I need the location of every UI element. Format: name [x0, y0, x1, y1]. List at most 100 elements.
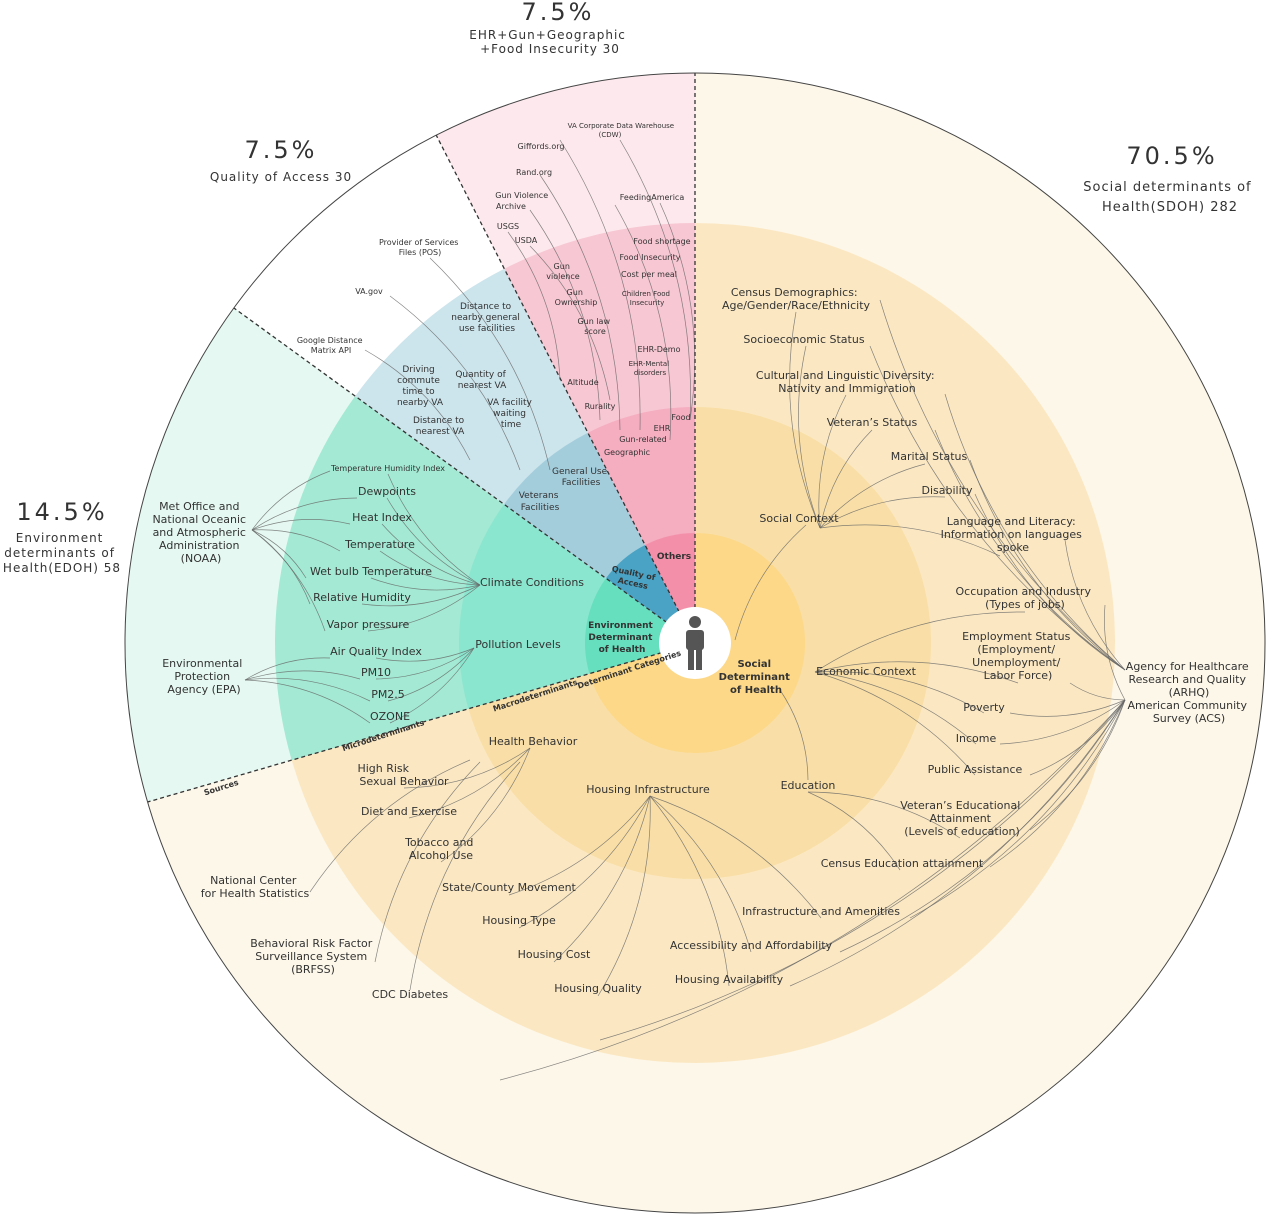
macro-economic-context: Economic Context	[816, 665, 917, 678]
connector-line	[244, 657, 331, 681]
edoh-caption: Environment determinants of Health(EDOH)…	[3, 531, 121, 575]
micro-food-insecurity: Food Insecurity	[619, 253, 680, 262]
micro-children-food: Children Food Insecurity	[622, 290, 672, 307]
connector-line	[375, 647, 475, 662]
connector-line	[403, 747, 531, 789]
connector-line	[529, 245, 611, 401]
connector-line	[619, 139, 691, 421]
connector-line	[409, 761, 521, 991]
connector-line	[375, 647, 475, 680]
micro-gun-law: Gun law score	[577, 317, 612, 336]
connector-line	[779, 689, 809, 781]
connector-line	[387, 473, 481, 586]
source-pos: Provider of Services Files (POS)	[379, 238, 461, 257]
connector-line	[508, 795, 651, 896]
macro-climate-conditions: Climate Conditions	[480, 576, 584, 589]
micro-poverty: Poverty	[963, 701, 1005, 714]
micro-ozone: OZONE	[370, 710, 410, 723]
connector-line	[367, 584, 481, 632]
micro-housing-type: Housing Type	[482, 914, 556, 927]
macro-general-use-facilities: General Use Facilities	[552, 467, 610, 488]
connector-line	[244, 670, 361, 681]
connector-line	[387, 647, 475, 702]
micro-quantity-va: Quantity of nearest VA	[455, 370, 508, 391]
micro-temp-humidity-index: Temperature Humidity Index	[330, 464, 445, 473]
connector-line	[818, 394, 847, 529]
micro-driving-time: Driving commute time to nearby VA	[397, 365, 444, 408]
connector-line	[989, 699, 1126, 868]
micro-veterans-education: Veteran’s Educational Attainment (Levels…	[900, 799, 1024, 838]
connector-line	[814, 611, 1026, 673]
micro-heat-index: Heat Index	[352, 511, 412, 524]
connector-line	[370, 577, 481, 591]
category-others: Others	[657, 552, 691, 562]
connector-line	[734, 524, 807, 641]
connector-line	[539, 174, 621, 431]
connector-line	[309, 759, 471, 893]
connector-line	[440, 747, 531, 863]
connector-line	[597, 795, 651, 997]
connector-line	[389, 295, 521, 471]
connector-line	[251, 519, 351, 531]
others-percent: 7.5%	[522, 0, 595, 26]
micro-va-waiting: VA facility waiting time	[487, 398, 534, 430]
micro-distance-general: Distance to nearby general use facilitie…	[451, 302, 522, 334]
connector-line	[499, 699, 1126, 1081]
micro-disability: Disability	[922, 484, 973, 497]
connector-line	[599, 699, 1126, 1041]
source-usgs: USGS	[497, 222, 519, 231]
micro-altitude: Altitude	[567, 378, 598, 387]
connector-line	[244, 679, 371, 724]
source-epa: Environmental Protection Agency (EPA)	[162, 657, 246, 696]
connector-line	[819, 463, 926, 529]
connector-lines	[244, 139, 1126, 1081]
micro-dewpoints: Dewpoints	[358, 485, 416, 498]
connector-line	[789, 699, 1126, 987]
macro-pollution-levels: Pollution Levels	[475, 638, 561, 651]
source-arhq: Agency for Healthcare Research and Quali…	[1126, 660, 1252, 699]
micro-vapor: Vapor pressure	[327, 618, 410, 631]
connector-line	[251, 529, 341, 552]
source-brfss: Behavioral Risk Factor Surveillance Syst…	[250, 937, 376, 976]
micro-public-assistance: Public Assistance	[928, 763, 1023, 776]
source-nchs: National Center for Health Statistics	[201, 874, 310, 900]
micro-diet: Diet and Exercise	[361, 805, 457, 818]
source-giffords: Giffords.org	[518, 142, 565, 151]
connector-line	[614, 204, 672, 441]
connector-line	[934, 429, 1126, 671]
source-gva: Gun Violence Archive	[495, 191, 550, 211]
connector-line	[1009, 699, 1126, 717]
micro-rurality: Rurality	[585, 402, 616, 411]
connector-line	[798, 345, 821, 529]
sunburst-wedges	[125, 72, 1265, 1213]
connector-line	[381, 523, 481, 586]
connector-line	[649, 795, 822, 919]
connector-line	[649, 795, 752, 953]
connector-line	[814, 661, 1019, 684]
connector-line	[408, 747, 531, 819]
macro-ehr: EHR	[654, 424, 671, 433]
connector-line	[814, 671, 976, 776]
connector-line	[789, 311, 821, 529]
source-feeding: FeedingAmerica	[620, 193, 685, 202]
macro-education: Education	[781, 779, 836, 792]
connector-line	[819, 429, 873, 529]
category-sdoh: Social Determinant of Health	[719, 659, 794, 696]
connector-line	[1104, 604, 1126, 701]
macro-health-behavior: Health Behavior	[489, 735, 578, 748]
micro-tobacco: Tobacco and Alcohol Use	[404, 836, 477, 862]
macro-housing-infrastructure: Housing Infrastructure	[586, 783, 710, 796]
connector-line	[244, 677, 371, 702]
micro-employment: Employment Status (Employment/ Unemploym…	[962, 630, 1074, 682]
micro-census-demographics: Census Demographics: Age/Gender/Race/Eth…	[722, 286, 871, 312]
connector-line	[251, 529, 326, 632]
connector-line	[819, 496, 946, 529]
source-cdc: CDC Diabetes	[372, 988, 448, 1001]
connector-line	[839, 699, 1126, 953]
micro-housing-cost: Housing Cost	[518, 948, 591, 961]
outer-ring-border	[124, 72, 1266, 1214]
connector-line	[879, 299, 1126, 671]
macro-social-context: Social Context	[759, 512, 839, 525]
micro-gun-ownership: Gun Ownership	[555, 288, 598, 307]
connector-line	[529, 209, 601, 421]
